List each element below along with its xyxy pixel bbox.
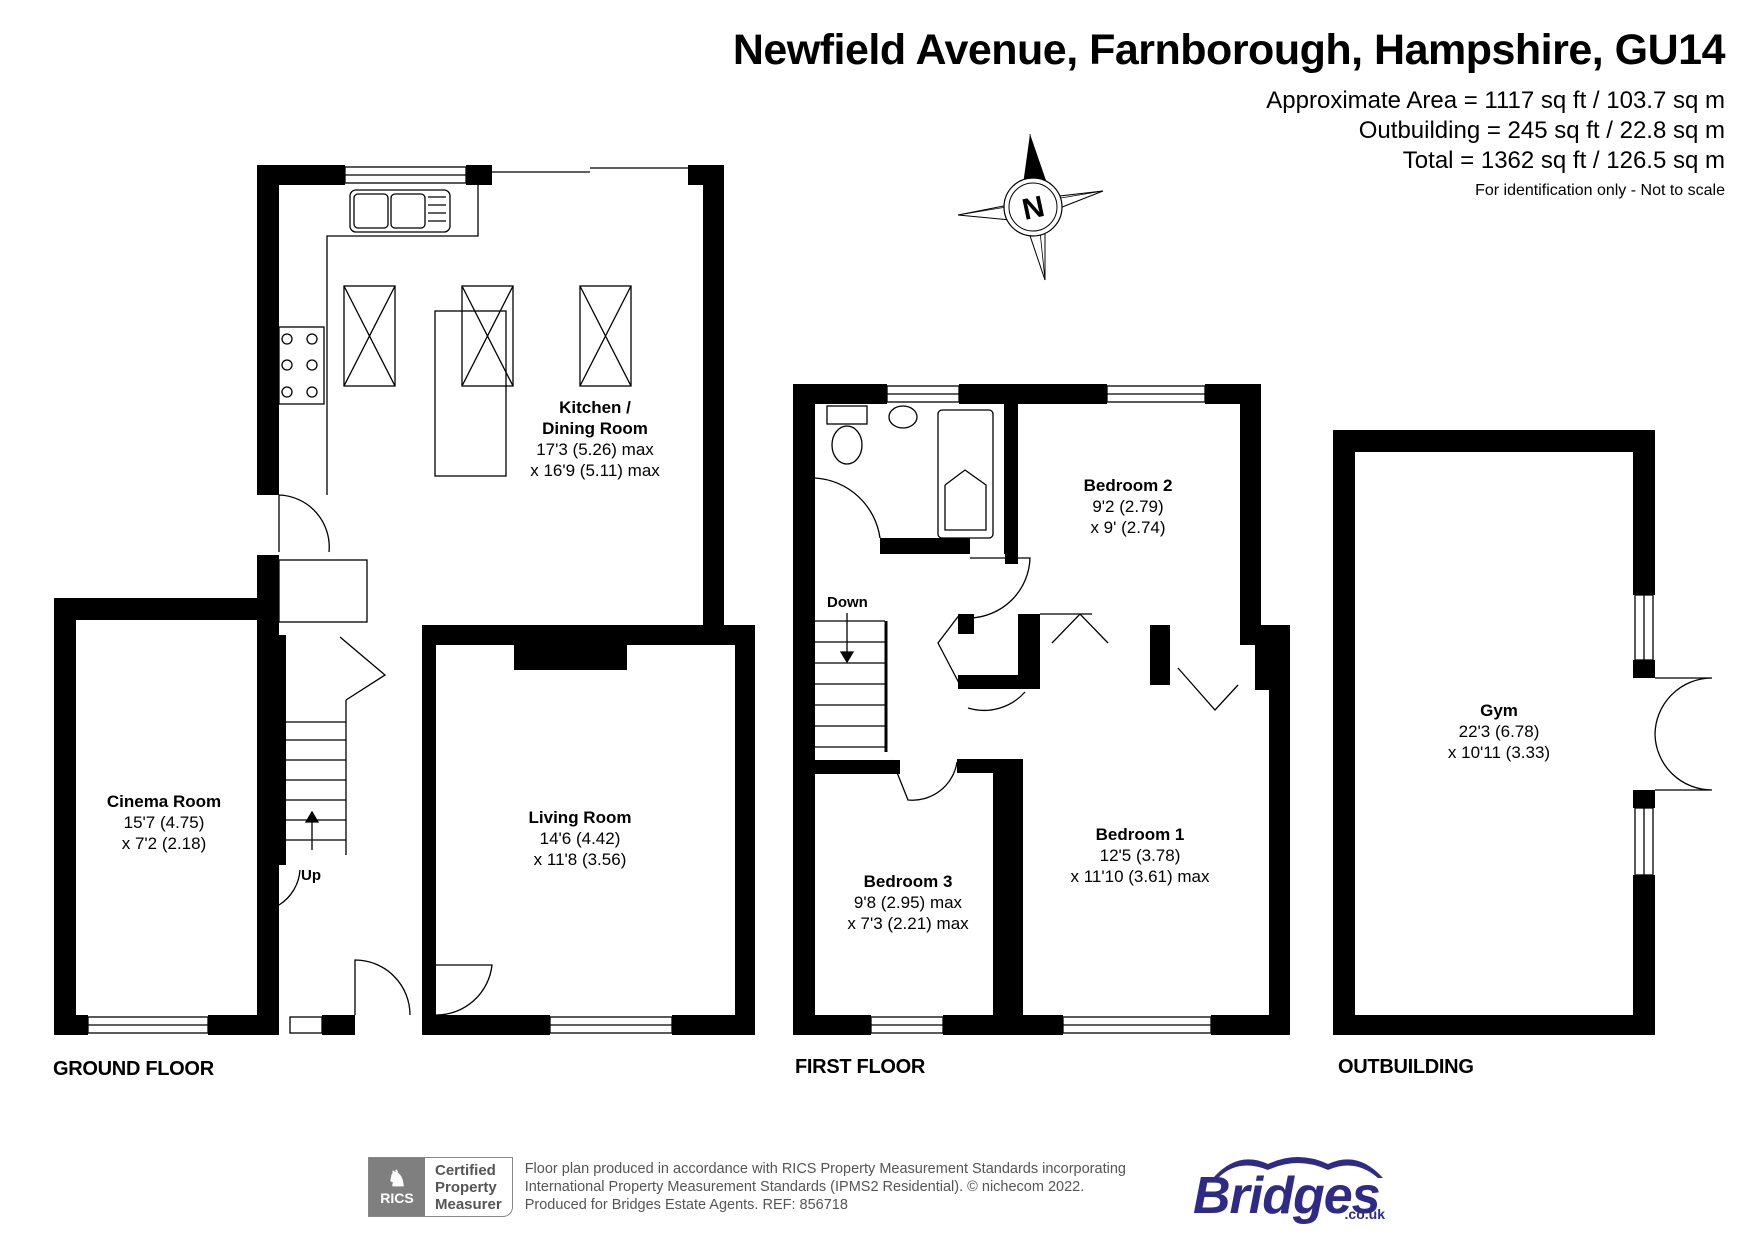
room-kitchen-dining: Kitchen / Dining Room 17'3 (5.26) max x …: [530, 398, 660, 480]
rics-certified-badge: ♞ RICS Certified Property Measurer: [368, 1157, 513, 1217]
scale-disclaimer: For identification only - Not to scale: [1475, 182, 1725, 199]
stairs-down-label: Down: [827, 594, 868, 611]
ground-floor-plan: [54, 165, 755, 1035]
room-gym: Gym 22'3 (6.78) x 10'11 (3.33): [1447, 701, 1551, 762]
property-title: Newfield Avenue, Farnborough, Hampshire,…: [732, 26, 1726, 74]
rics-logo: ♞ RICS: [369, 1158, 425, 1216]
outbuilding-plan: [1333, 430, 1655, 1035]
room-bedroom-1: Bedroom 1 12'5 (3.78) x 11'10 (3.61) max: [1070, 825, 1210, 886]
first-floor-plan: [793, 384, 1290, 1035]
approximate-area: Approximate Area = 1117 sq ft / 103.7 sq…: [1266, 87, 1725, 114]
outbuilding-area: Outbuilding = 245 sq ft / 22.8 sq m: [1358, 117, 1725, 144]
first-floor-fixtures: [794, 385, 1239, 1034]
compass-icon: N: [957, 133, 1104, 281]
total-area: Total = 1362 sq ft / 126.5 sq m: [1402, 147, 1725, 174]
stairs-up-label: Up: [301, 867, 321, 884]
room-bedroom-2: Bedroom 2 9'2 (2.79) x 9' (2.74): [1083, 476, 1173, 537]
room-cinema: Cinema Room 15'7 (4.75) x 7'2 (2.18): [106, 792, 222, 853]
rics-badge-text: Certified Property Measurer: [435, 1161, 502, 1213]
room-bedroom-3: Bedroom 3 9'8 (2.95) max x 7'3 (2.21) ma…: [847, 872, 969, 933]
footer: ♞ RICS Certified Property Measurer Floor…: [368, 1157, 1126, 1217]
lion-crest-icon: ♞: [387, 1166, 407, 1191]
outbuilding-label: OUTBUILDING: [1338, 1056, 1474, 1078]
ground-floor-label: GROUND FLOOR: [53, 1058, 214, 1080]
first-floor-label: FIRST FLOOR: [795, 1056, 926, 1078]
outbuilding-fixtures: [1634, 594, 1713, 876]
bridge-arches-icon: [1213, 1157, 1383, 1178]
bridges-logo: Bridges .co.uk: [1193, 1150, 1393, 1225]
ground-floor-fixtures: [87, 166, 688, 1034]
footer-disclaimer: Floor plan produced in accordance with R…: [524, 1161, 1126, 1213]
room-living: Living Room 14'6 (4.42) x 11'8 (3.56): [528, 808, 632, 869]
area-summary: Approximate Area = 1117 sq ft / 103.7 sq…: [1266, 86, 1725, 176]
